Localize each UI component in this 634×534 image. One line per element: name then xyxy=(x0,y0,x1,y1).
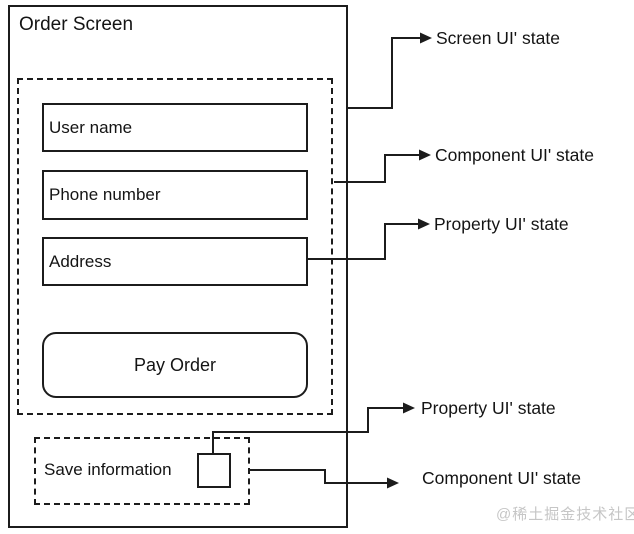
user-name-label: User name xyxy=(49,117,133,137)
annotation-screen-state: Screen UI' state xyxy=(436,28,560,48)
order-screen-title: Order Screen xyxy=(19,14,134,35)
save-group-frame xyxy=(34,437,250,505)
arrowhead-icon xyxy=(403,402,415,414)
phone-number-label: Phone number xyxy=(49,185,161,204)
arrowhead-icon xyxy=(387,477,399,489)
pay-order-label: Pay Order xyxy=(133,354,217,375)
arrowhead-icon xyxy=(419,149,431,161)
address-label: Address xyxy=(49,251,112,271)
annotation-component-state-bottom: Component UI' state xyxy=(422,468,581,488)
watermark: @稀土掘金技术社区 xyxy=(496,506,634,523)
save-checkbox[interactable] xyxy=(197,453,231,488)
arrowhead-icon xyxy=(418,218,430,230)
pay-order-button[interactable]: Pay Order xyxy=(42,332,308,398)
arrowhead-icon xyxy=(420,32,432,44)
connector-screen-state xyxy=(348,37,420,109)
annotation-property-state-bottom: Property UI' state xyxy=(421,398,556,418)
address-input[interactable]: Address xyxy=(42,237,308,286)
annotation-property-state-top: Property UI' state xyxy=(434,214,569,234)
save-information-label: Save information xyxy=(44,460,172,479)
annotation-component-state-top: Component UI' state xyxy=(435,145,594,165)
user-name-input[interactable]: User name xyxy=(42,103,308,152)
phone-number-input[interactable]: Phone number xyxy=(42,170,308,220)
